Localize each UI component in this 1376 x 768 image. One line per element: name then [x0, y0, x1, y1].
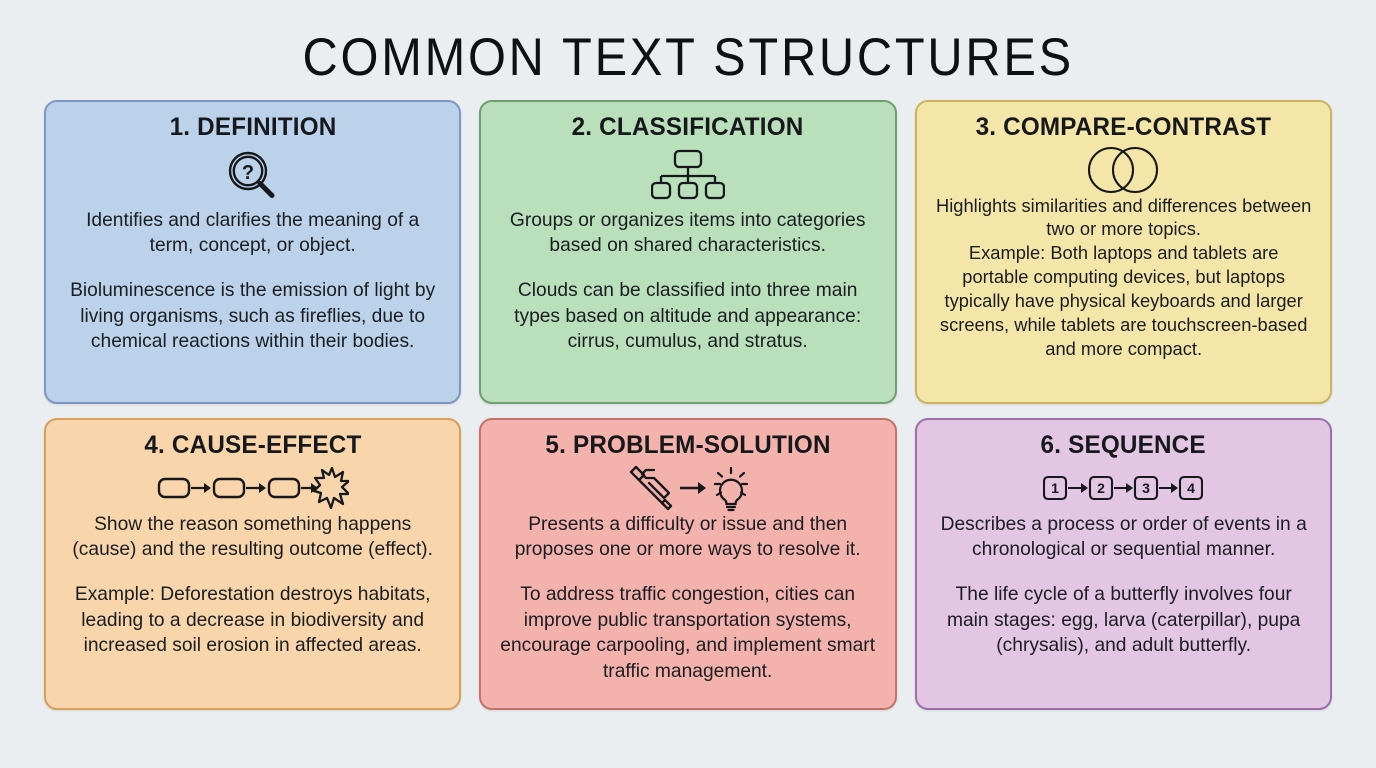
card-sequence: 6. SEQUENCE 1 2 3 4 [914, 418, 1332, 710]
card-problem-solution: 5. PROBLEM-SOLUTION [479, 418, 897, 710]
numbered-steps-icon: 1 2 3 4 [1043, 468, 1204, 508]
card-compare-contrast: 3. COMPARE-CONTRAST Highlights similarit… [914, 100, 1332, 404]
venn-diagram-icon [1080, 146, 1166, 193]
chain-to-burst-icon [157, 466, 349, 509]
example-text: Example: Deforestation destroys habitats… [74, 582, 431, 657]
card-body: Presents a difficulty or issue and then … [495, 512, 880, 685]
card-title: 5. PROBLEM-SOLUTION [545, 431, 831, 459]
card-definition: 1. DEFINITION ? Identifies and clarifies… [44, 100, 462, 404]
example-text: To address traffic congestion, cities ca… [500, 582, 876, 683]
card-classification: 2. CLASSIFICATION [479, 100, 897, 404]
title-bar: COMMON TEXT STRUCTURES [44, 14, 1332, 100]
definition-text: Highlights similarities and differences … [935, 194, 1311, 240]
example-text: Bioluminescence is the emission of light… [70, 278, 436, 353]
card-title: 4. CAUSE-EFFECT [144, 431, 362, 459]
card-body: Groups or organizes items into categorie… [495, 208, 880, 356]
example-text: Clouds can be classified into three main… [514, 278, 862, 353]
step-label-2: 2 [1097, 480, 1105, 496]
definition-text: Identifies and clarifies the meaning of … [86, 208, 420, 257]
card-grid: 1. DEFINITION ? Identifies and clarifies… [44, 100, 1332, 742]
definition-text: Groups or organizes items into categorie… [510, 208, 866, 257]
definition-text: Describes a process or order of events i… [940, 512, 1307, 561]
magnifier-question-icon: ? [221, 148, 285, 202]
svg-text:?: ? [242, 162, 254, 184]
card-body: Describes a process or order of events i… [931, 512, 1316, 660]
card-body: Show the reason something happens (cause… [60, 512, 445, 660]
card-cause-effect: 4. CAUSE-EFFECT [44, 418, 462, 710]
step-label-4: 4 [1187, 480, 1195, 496]
definition-text: Show the reason something happens (cause… [72, 512, 433, 561]
page-title: COMMON TEXT STRUCTURES [302, 27, 1074, 87]
card-title: 6. SEQUENCE [1040, 431, 1206, 459]
example-text: Example: Both laptops and tablets are po… [939, 242, 1308, 359]
card-title: 3. COMPARE-CONTRAST [975, 113, 1272, 141]
card-title: 2. CLASSIFICATION [572, 113, 804, 141]
example-text: The life cycle of a butterfly involves f… [946, 582, 1301, 657]
card-body: Highlights similarities and differences … [931, 194, 1316, 361]
step-label-3: 3 [1142, 480, 1150, 496]
hierarchy-tree-icon [650, 148, 725, 202]
tools-to-lightbulb-icon [624, 465, 752, 511]
definition-text: Presents a difficulty or issue and then … [515, 512, 861, 561]
step-label-1: 1 [1051, 480, 1059, 496]
card-body: Identifies and clarifies the meaning of … [60, 208, 445, 356]
card-title: 1. DEFINITION [169, 113, 337, 141]
